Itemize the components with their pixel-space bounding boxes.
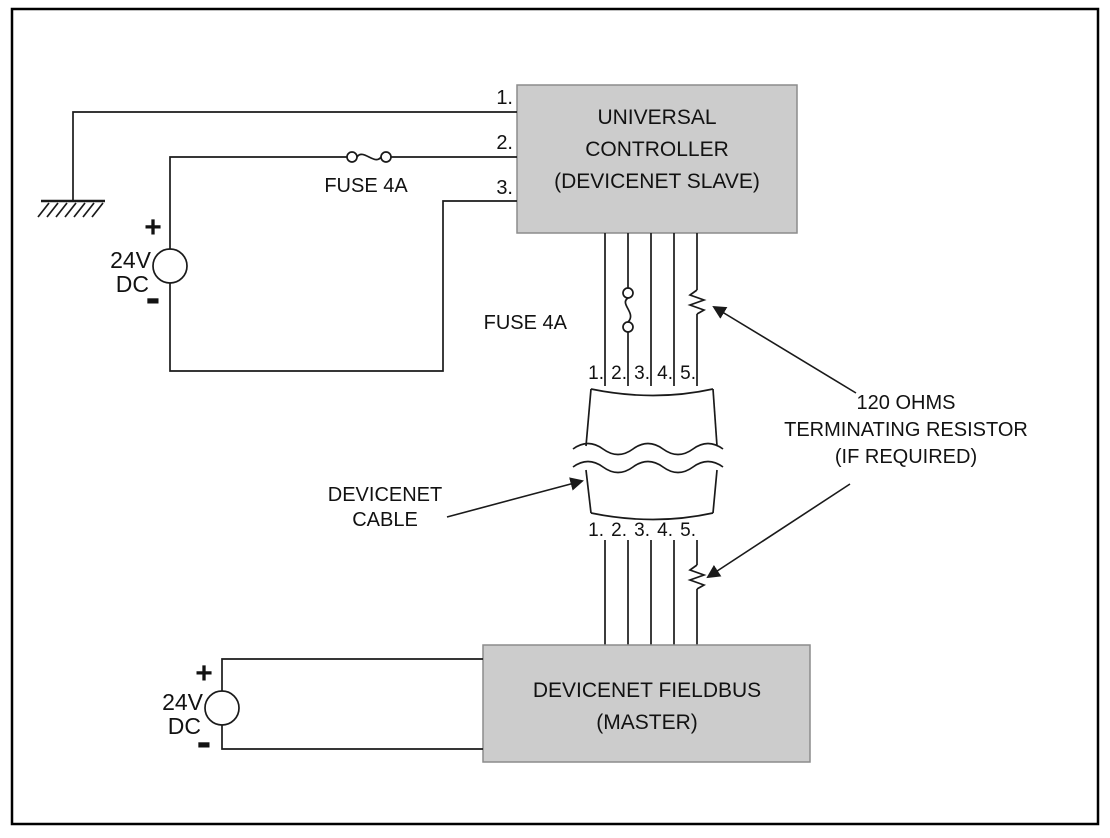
wire-bottom-supply-minus (221, 725, 483, 750)
devicenet-fieldbus-box: DEVICENET FIELDBUS (MASTER) (482, 644, 811, 763)
devicenet-cable-symbol (572, 388, 724, 521)
resistor-label-line3: (IF REQUIRED) (835, 446, 977, 468)
power-supply-bottom-voltage: 24V (162, 689, 204, 715)
power-supply-top: + 24V DC - (110, 211, 188, 322)
fuse-symbol-mid (622, 287, 634, 333)
resistor-note-arrow-upper (712, 305, 857, 394)
controller-terminal-numbers: 1. 2. 3. (496, 87, 513, 199)
terminating-resistor-upper (687, 289, 707, 315)
controller-label-line3: (DEVICENET SLAVE) (554, 170, 760, 193)
cable-left-side-upper (585, 388, 592, 447)
universal-controller-rect (516, 84, 798, 234)
cable-bottom-terminal-1: 1. (588, 520, 604, 541)
cable-bottom-terminal-5: 5. (680, 520, 696, 541)
fuse-mid-element (624, 297, 632, 323)
resistor-label-line1: 120 OHMS (857, 392, 956, 414)
terminal-2-label: 2. (496, 132, 513, 154)
cable-label-line2: CABLE (352, 509, 418, 531)
cable-bottom-terminal-4: 4. (657, 520, 673, 541)
ground-hatches (37, 202, 104, 218)
fuse-mid-top-contact (622, 287, 634, 299)
universal-controller-box: UNIVERSAL CONTROLLER (DEVICENET SLAVE) (516, 84, 798, 234)
cable-left-side-lower (585, 469, 592, 514)
controller-label-line1: UNIVERSAL (597, 106, 716, 129)
fuse-top-right-contact (380, 151, 392, 163)
cable-right-side-lower (712, 469, 718, 514)
wire-terminal2-left (169, 156, 347, 249)
wire-bottom-supply-plus (221, 658, 483, 691)
fuse-symbol-top (346, 151, 392, 163)
fieldbus-label-line2: (MASTER) (596, 711, 698, 734)
power-supply-top-voltage: 24V (110, 247, 152, 273)
resistor-label-line2: TERMINATING RESISTOR (784, 419, 1028, 441)
controller-label-line2: CONTROLLER (585, 138, 729, 161)
power-supply-top-type: DC (116, 271, 149, 297)
resistor-note-arrow-lower (706, 483, 851, 579)
cable-top-terminal-4: 4. (657, 363, 673, 384)
wire-supply-minus-to-terminal3 (169, 200, 517, 372)
power-supply-top-minus: - (146, 273, 161, 322)
cable-top-terminal-1: 1. (588, 363, 604, 384)
cable-terminals-top-row: 1. 2. 3. 4. 5. (588, 363, 696, 384)
cable-right-side-upper (712, 388, 718, 447)
cable-break-wave-1 (572, 442, 724, 456)
cable-top-terminal-2: 2. (611, 363, 627, 384)
fuse-top-left-contact (346, 151, 358, 163)
terminal-3-label: 3. (496, 177, 513, 199)
fuse-mid-bottom-contact (622, 321, 634, 333)
cable-top-terminal-5: 5. (680, 363, 696, 384)
wire-terminal1-to-ground (72, 111, 517, 201)
cable-break-wave-2 (572, 460, 724, 474)
cable-bottom-edge (590, 512, 714, 521)
cable-label-line1: DEVICENET (328, 484, 442, 506)
power-supply-top-plus: + (144, 211, 162, 244)
cable-top-terminal-3: 3. (634, 363, 650, 384)
cable-label-arrow (446, 477, 584, 518)
terminal-1-label: 1. (496, 87, 513, 109)
fuse-top-element (356, 153, 382, 161)
cable-top-edge (590, 388, 714, 397)
cable-bottom-terminal-2: 2. (611, 520, 627, 541)
power-supply-bottom-plus: + (195, 657, 213, 690)
power-supply-bottom-minus: - (197, 717, 212, 766)
cable-terminals-bottom-row: 1. 2. 3. 4. 5. (588, 520, 696, 541)
fieldbus-label-line1: DEVICENET FIELDBUS (533, 679, 761, 702)
fuse-top-label: FUSE 4A (324, 175, 408, 197)
devicenet-fieldbus-rect (482, 644, 811, 763)
terminating-resistor-lower (687, 564, 707, 590)
power-supply-bottom: + 24V DC - (162, 657, 240, 766)
cable-bottom-terminal-3: 3. (634, 520, 650, 541)
power-supply-bottom-type: DC (168, 713, 201, 739)
fuse-mid-label: FUSE 4A (484, 312, 568, 334)
terminating-resistor-note: 120 OHMS TERMINATING RESISTOR (IF REQUIR… (706, 305, 1028, 579)
ground-symbol (37, 199, 105, 218)
